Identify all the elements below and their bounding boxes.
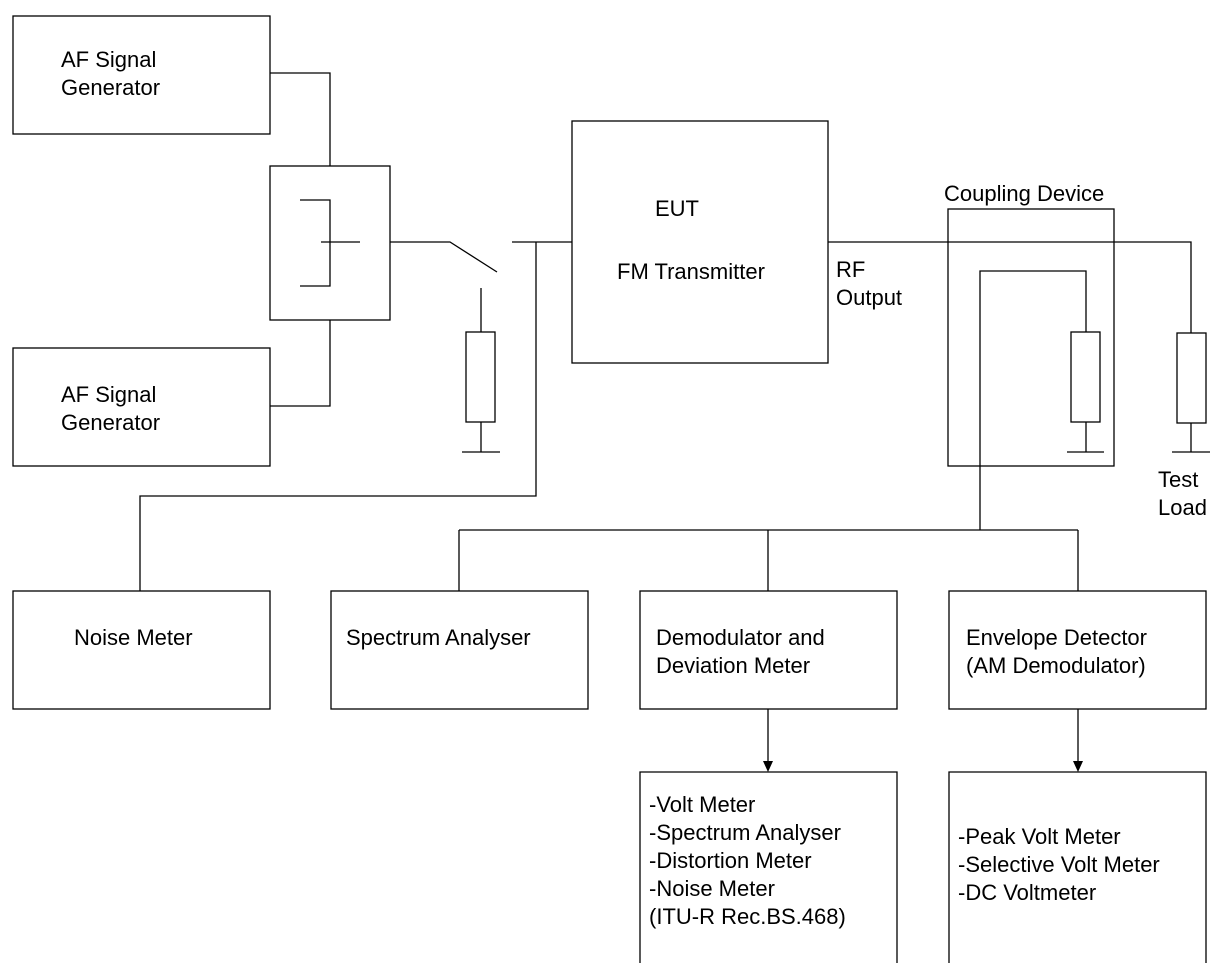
af-gen-1-wire xyxy=(270,72,331,166)
switch-ground xyxy=(462,422,500,453)
demod-instruments-list: -Volt Meter -Spectrum Analyser -Distorti… xyxy=(649,792,846,929)
rf-output-wire xyxy=(828,241,1192,333)
af-generator-2-label: AF Signal Generator xyxy=(61,382,161,435)
switch-resistor xyxy=(465,331,496,423)
spectrum-analyser-box xyxy=(330,590,589,710)
coupling-resistor xyxy=(1070,331,1101,423)
coupling-device-label: Coupling Device xyxy=(944,181,1105,206)
demod-arrowhead xyxy=(763,761,773,772)
eut-label: EUT xyxy=(655,196,699,221)
envelope-detector-label: Envelope Detector (AM Demodulator) xyxy=(966,625,1147,678)
rf-output-label: RF Output xyxy=(836,257,903,310)
noise-meter-box xyxy=(12,590,271,710)
af-generator-2-box xyxy=(12,347,271,467)
test-load-ground xyxy=(1172,423,1210,453)
envelope-instruments-box xyxy=(948,771,1207,963)
coupling-ground xyxy=(1067,422,1104,453)
demod-instruments-box xyxy=(639,771,898,963)
envelope-arrowhead xyxy=(1073,761,1083,772)
demodulator-label: Demodulator and Deviation Meter xyxy=(656,625,825,678)
combiner-symbol xyxy=(300,199,360,287)
envelope-instruments-list: -Peak Volt Meter -Selective Volt Meter -… xyxy=(958,824,1160,905)
eut-input-wire xyxy=(139,241,572,591)
af-gen-2-wire xyxy=(270,320,331,407)
switch-wire xyxy=(390,241,498,273)
af-generator-1-label: AF Signal Generator xyxy=(61,47,161,100)
coupling-loop xyxy=(979,270,1087,420)
af-generator-1-box xyxy=(12,15,271,135)
spectrum-analyser-label: Spectrum Analyser xyxy=(346,625,531,650)
eut-box xyxy=(571,120,829,364)
fm-transmitter-label: FM Transmitter xyxy=(617,259,765,284)
coupling-device-box xyxy=(947,208,1115,467)
test-load-label: Test Load xyxy=(1158,467,1207,520)
distribution-bus xyxy=(458,420,1079,591)
test-load-resistor xyxy=(1176,332,1207,424)
noise-meter-label: Noise Meter xyxy=(74,625,193,650)
